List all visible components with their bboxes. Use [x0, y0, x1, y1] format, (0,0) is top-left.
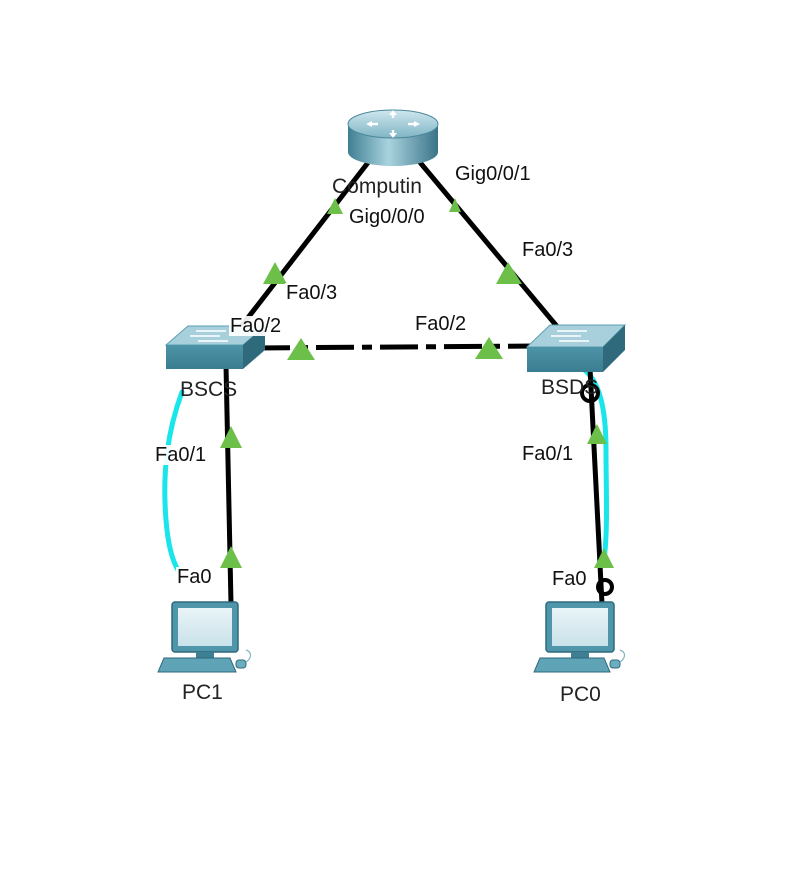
switch-icon[interactable]	[525, 324, 627, 372]
link-up-indicator	[220, 546, 242, 568]
link-up-indicator	[496, 262, 522, 284]
link-up-indicator	[220, 426, 242, 448]
port-label-pc0-fa0: Fa0	[551, 568, 588, 590]
cable-loop-mark-bottom	[596, 578, 614, 596]
link-up-indicator	[263, 262, 287, 284]
port-label-bscs-fa0-2: Fa0/2	[229, 315, 283, 337]
selection-highlight-right	[579, 365, 609, 563]
link-up-indicator	[327, 198, 343, 214]
switch-bscs-label: BSCS	[180, 378, 238, 401]
port-label-bscs-fa0-1: Fa0/1	[154, 444, 208, 466]
link-up-indicator	[449, 198, 461, 212]
link-up-indicator	[594, 548, 614, 568]
router-label: Computin	[332, 175, 422, 198]
pc0-label: PC0	[560, 683, 601, 706]
router-icon[interactable]	[347, 109, 439, 166]
switch-bsds-label: BSDS	[541, 376, 599, 399]
link-up-indicator	[475, 337, 503, 359]
port-label-bscs-fa0-3: Fa0/3	[285, 282, 339, 304]
selection-highlight-left	[162, 389, 185, 573]
port-label-gig0-0-1: Gig0/0/1	[454, 163, 532, 185]
pc-icon[interactable]	[533, 601, 626, 673]
port-label-bsds-fa0-3: Fa0/3	[521, 239, 575, 261]
port-label-bsds-fa0-1: Fa0/1	[521, 443, 575, 465]
port-label-gig0-0-0: Gig0/0/0	[348, 206, 426, 228]
pc-icon[interactable]	[157, 601, 252, 673]
link-up-indicator	[287, 338, 315, 360]
port-label-bsds-fa0-2: Fa0/2	[414, 313, 468, 335]
link-router-bsds[interactable]	[415, 157, 563, 333]
link-up-indicator	[587, 424, 607, 444]
port-label-pc1-fa0: Fa0	[176, 566, 213, 588]
cable-loop-mark-top	[580, 383, 600, 403]
link-router-bscs[interactable]	[237, 157, 373, 331]
pc1-label: PC1	[182, 681, 223, 704]
